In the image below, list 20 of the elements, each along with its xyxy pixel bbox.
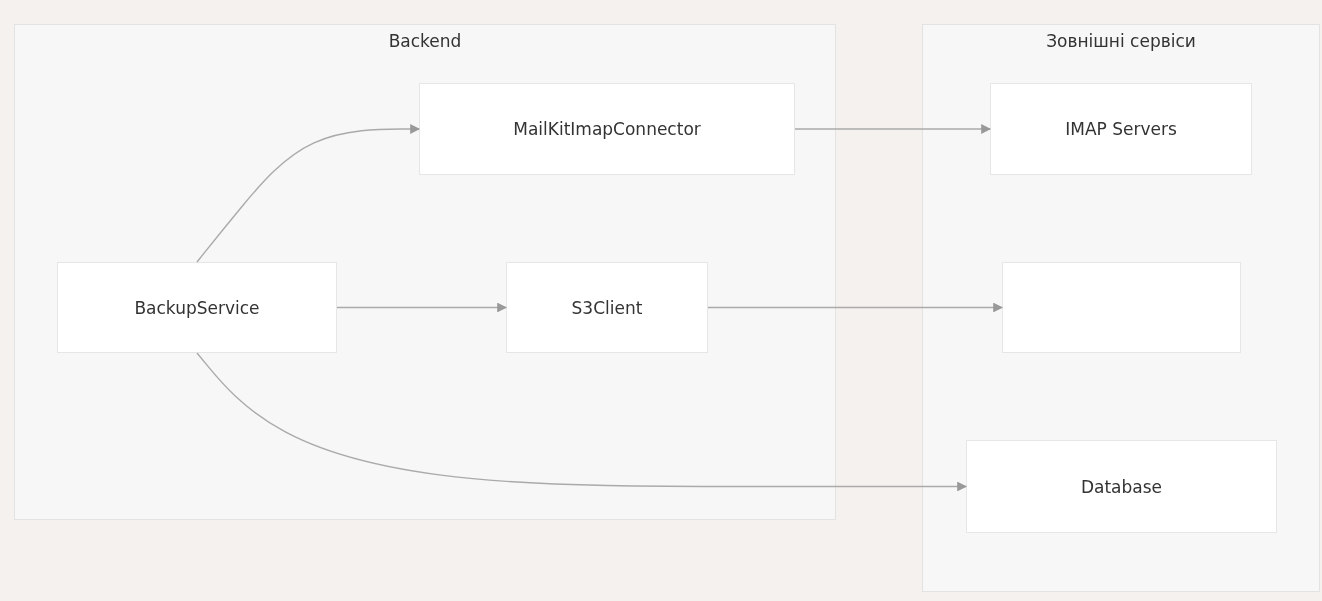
group-panel: [922, 24, 1320, 592]
arrow: [794, 124, 991, 134]
node-label: S3Client: [571, 297, 643, 318]
group-title: Backend: [387, 31, 463, 51]
process-box: [57, 262, 337, 353]
node-label: Database: [1080, 476, 1163, 497]
process-box: [966, 440, 1277, 533]
process-box: [990, 83, 1252, 175]
group-title: Зовнішні сервіси: [1045, 31, 1197, 51]
arrow: [196, 124, 420, 263]
node-label: IMAP Servers: [1065, 119, 1177, 139]
process-box: [419, 83, 795, 175]
arrow: [707, 302, 1003, 313]
arrow: [336, 302, 507, 313]
empty-box: [1002, 262, 1241, 353]
node-label: MailKitImapConnector: [513, 119, 701, 139]
node-label: BackupService: [134, 297, 260, 318]
process-box: [506, 262, 708, 353]
arrow: [196, 352, 967, 492]
group-panel: [14, 24, 836, 520]
